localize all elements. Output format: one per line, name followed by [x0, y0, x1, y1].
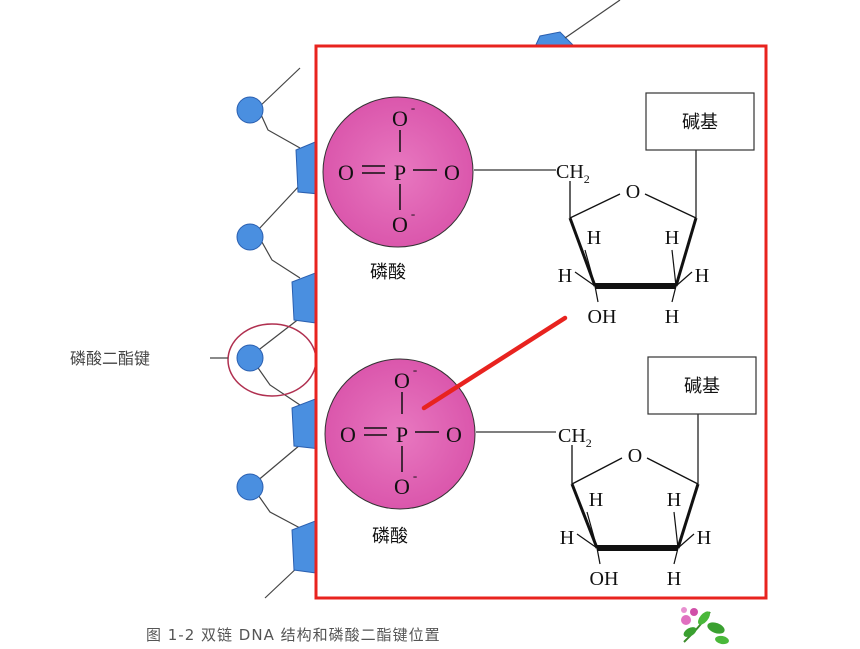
phosphate-label: 磷酸: [370, 262, 406, 283]
phosphate-charge: -: [411, 206, 415, 221]
base-box: 碱基: [647, 356, 757, 415]
phosphate-oxygen-left: O: [338, 160, 354, 185]
nucleotide-unit-2: O - O P O O - 磷酸 CH2: [324, 356, 757, 590]
ch2-label: CH2: [558, 425, 592, 450]
blue-sugar-node: [295, 141, 316, 195]
blue-phosphate-node: [236, 96, 264, 124]
h-outer-right: H: [697, 527, 711, 549]
phosphate-p: P: [394, 160, 406, 185]
dna-strand-background: [210, 67, 316, 599]
deoxyribose-sugar: CH2 O H H H H OH H: [558, 414, 711, 590]
base-label: 碱基: [684, 376, 720, 397]
phosphate-oxygen-left: O: [340, 422, 356, 447]
phosphate-charge: -: [411, 100, 415, 115]
blue-sugar-node: [291, 272, 316, 324]
phosphate-oxygen-right: O: [446, 422, 462, 447]
bond-label: 磷酸二酯键: [70, 349, 150, 368]
h-outer-right: H: [695, 265, 709, 287]
nucleotide-unit-1: O - O P O O - 磷酸 CH2: [322, 92, 755, 328]
phosphate-charge: -: [413, 362, 417, 377]
deoxyribose-sugar: CH2 O H H H H OH H: [556, 150, 709, 328]
phosphate-oxygen-right: O: [444, 160, 460, 185]
h-outer-left: H: [560, 527, 574, 549]
phosphate-oxygen-top: O: [392, 106, 408, 131]
blue-phosphate-node: [236, 344, 264, 372]
hydroxyl-oh: OH: [590, 568, 619, 590]
figure-caption: 图 1-2 双链 DNA 结构和磷酸二酯键位置: [146, 626, 441, 644]
blue-sugar-node: [291, 520, 316, 574]
phosphodiester-bond-line: [421, 315, 568, 411]
blue-sugar-node: [291, 398, 316, 449]
phosphodiester-bond-circle: [227, 323, 316, 397]
h-inner-right: H: [667, 489, 681, 511]
flower-sprig-icon: [681, 607, 729, 645]
ring-oxygen: O: [626, 181, 640, 203]
phosphate-charge: -: [413, 468, 417, 483]
base-box: 碱基: [645, 92, 755, 151]
phosphate-oxygen-bottom: O: [392, 212, 408, 237]
phosphate-oxygen-bottom: O: [394, 474, 410, 499]
ch2-label: CH2: [556, 161, 590, 186]
phosphate-p: P: [396, 422, 408, 447]
h-inner-left: H: [587, 227, 601, 249]
h-bottom: H: [667, 568, 681, 590]
phosphate-oxygen-top: O: [394, 368, 410, 393]
phosphate-label: 磷酸: [372, 526, 408, 547]
base-label: 碱基: [682, 112, 718, 133]
h-outer-left: H: [558, 265, 572, 287]
h-inner-left: H: [589, 489, 603, 511]
blue-phosphate-node: [236, 223, 264, 251]
h-bottom: H: [665, 306, 679, 328]
h-inner-right: H: [665, 227, 679, 249]
phosphate-group: O - O P O O - 磷酸: [322, 96, 474, 283]
phosphate-group: O - O P O O - 磷酸: [324, 358, 476, 547]
hydroxyl-oh: OH: [588, 306, 617, 328]
ring-oxygen: O: [628, 445, 642, 467]
blue-phosphate-node: [236, 473, 264, 501]
